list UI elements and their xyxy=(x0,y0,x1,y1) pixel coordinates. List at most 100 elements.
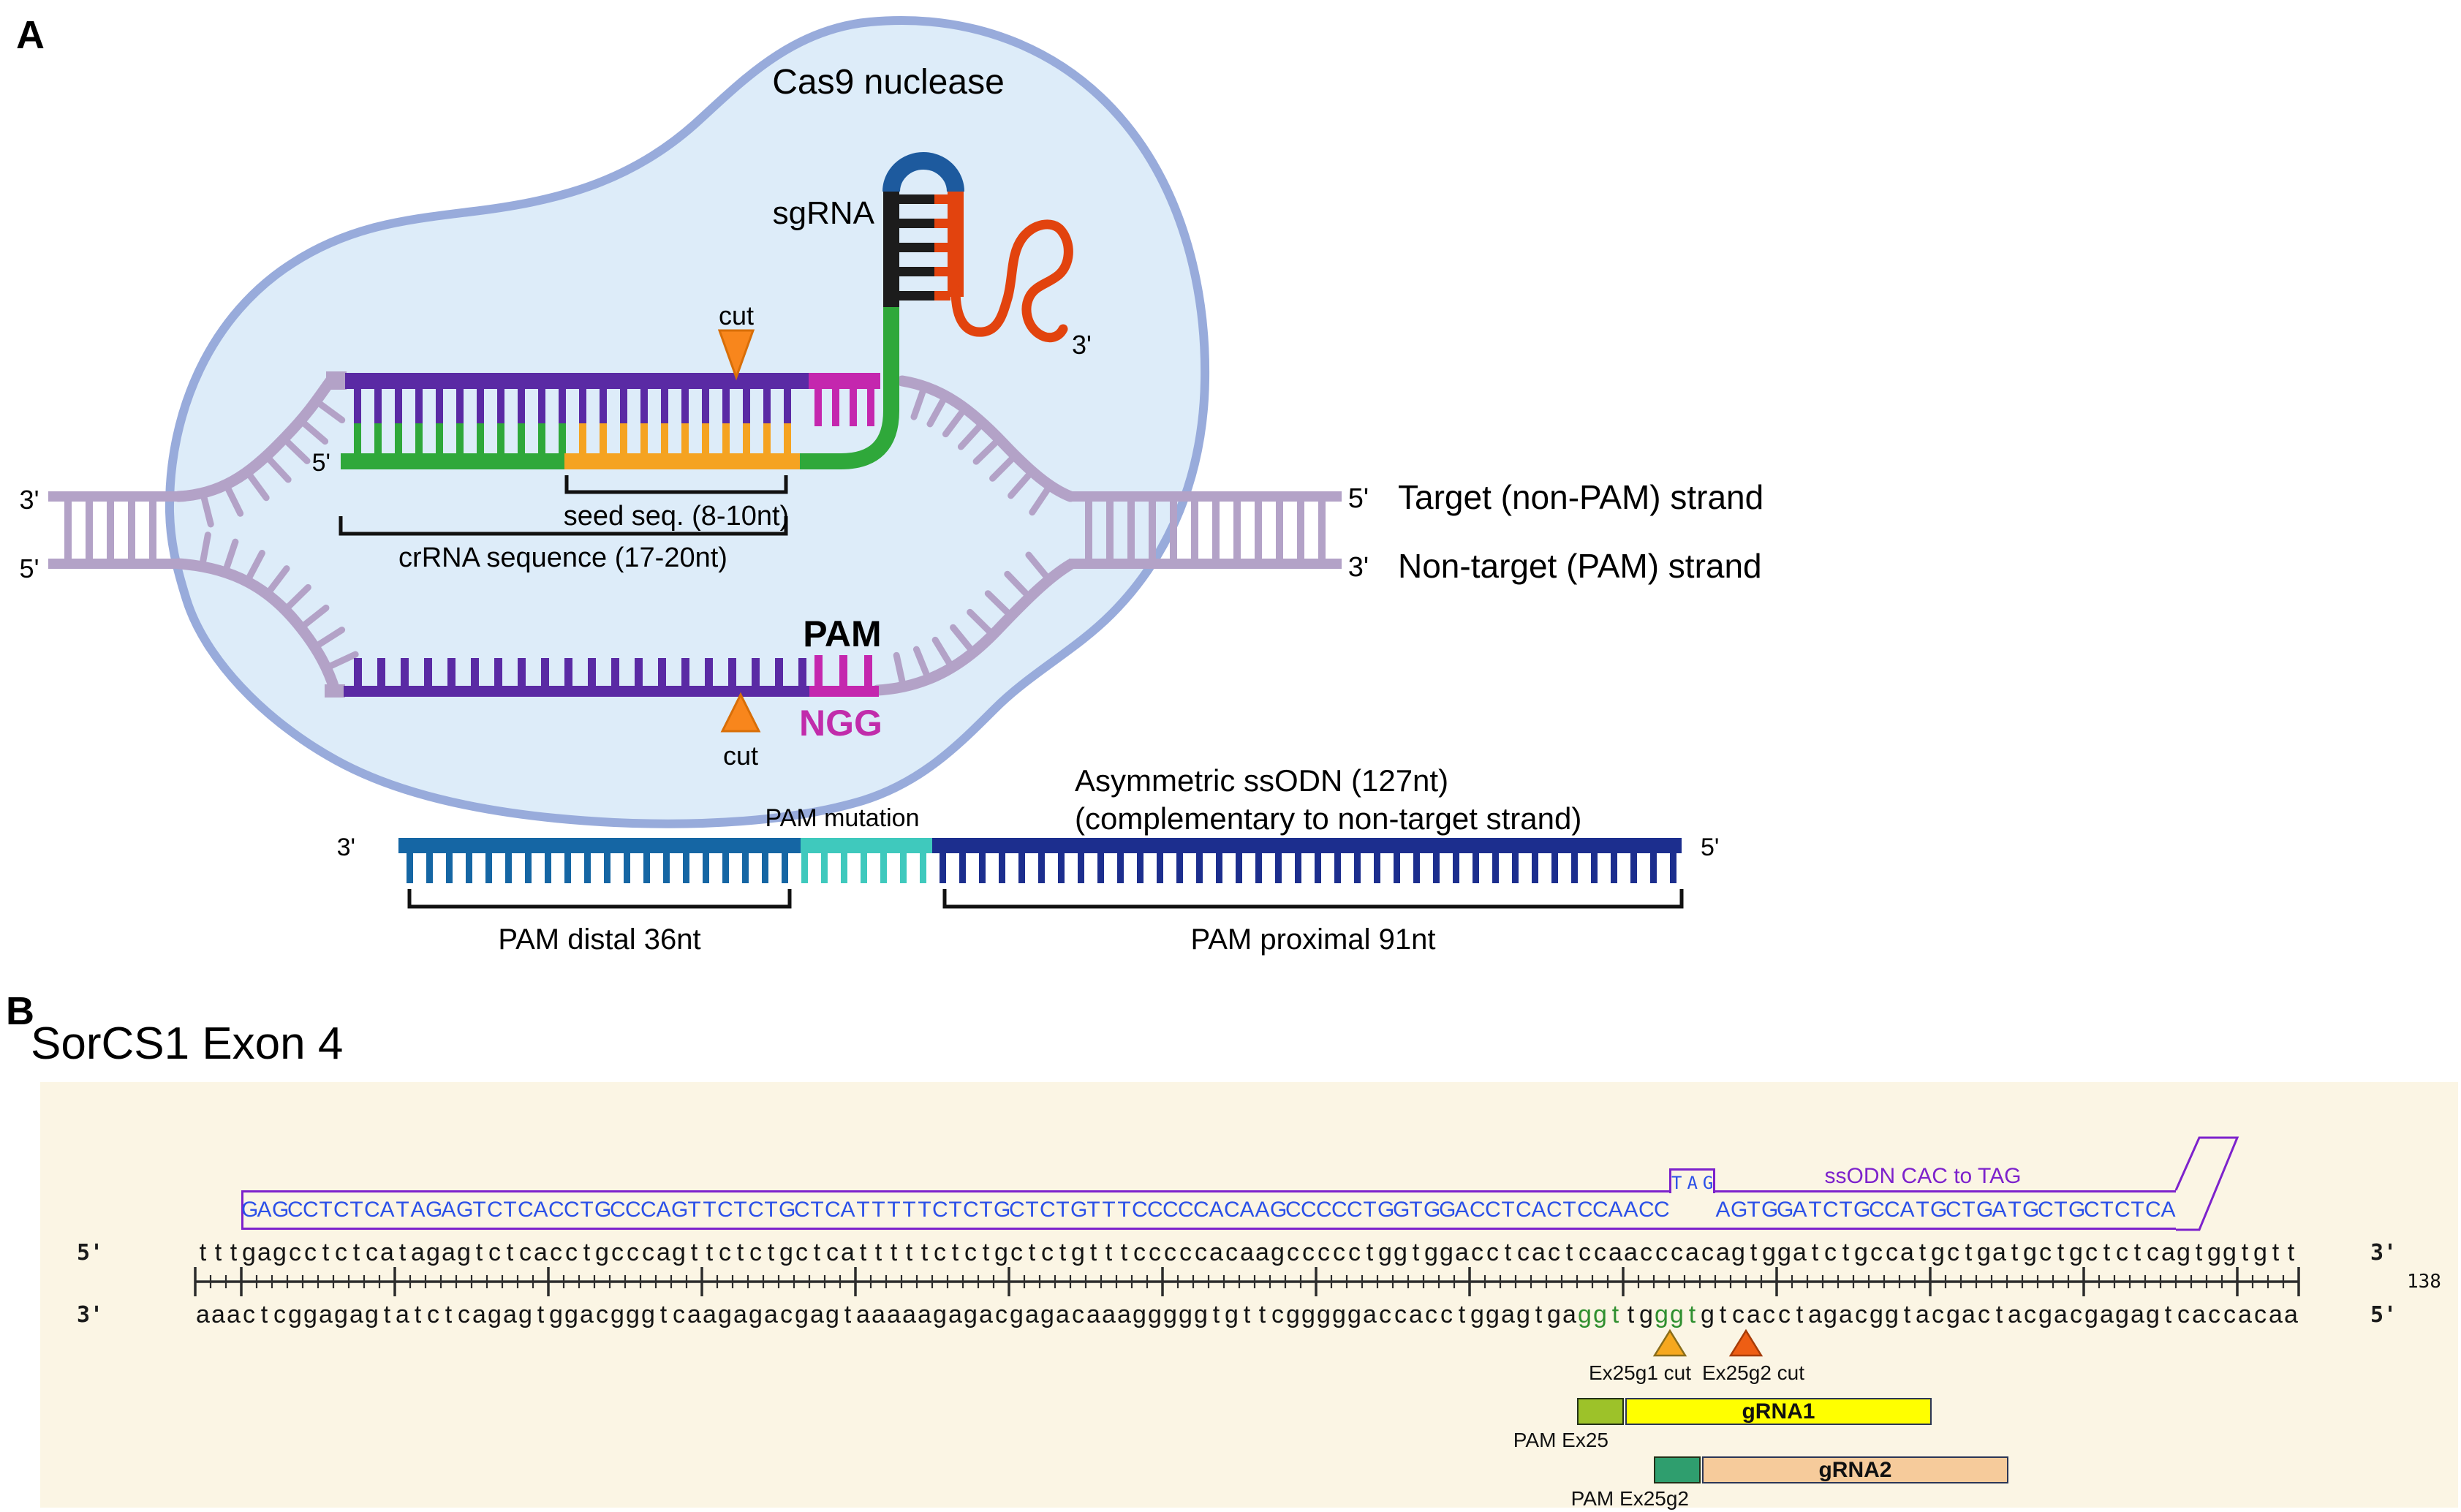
seq-char: g xyxy=(2069,1239,2083,1266)
seq-char: c xyxy=(519,1239,532,1266)
seq-char: t xyxy=(230,1239,238,1266)
seq-char: t xyxy=(2195,1239,2203,1266)
seq-char: C xyxy=(287,1198,303,1222)
seq-char: C xyxy=(1132,1198,1148,1222)
seq-char: G xyxy=(1439,1198,1456,1222)
seq-char: c xyxy=(427,1301,439,1328)
lower-pam-teeth xyxy=(814,655,872,687)
cas9-nuclease-label: Cas9 nuclease xyxy=(772,63,1005,102)
ssodn-tooth xyxy=(762,852,768,883)
seq-char: g xyxy=(641,1301,655,1328)
seq-char: t xyxy=(859,1239,867,1266)
ssodn-tooth xyxy=(1394,852,1400,883)
seq-char: g xyxy=(994,1239,1008,1266)
seq-char: t xyxy=(736,1239,744,1266)
ssodn-tooth xyxy=(703,852,709,883)
sgrna-3prime-label: 3' xyxy=(1072,330,1092,360)
seq-char: a xyxy=(810,1301,824,1328)
fork-tooth xyxy=(926,392,949,428)
fork-tooth xyxy=(280,435,311,464)
seq-char: c xyxy=(719,1239,731,1266)
seq-char: C xyxy=(487,1198,503,1222)
seed-bracket xyxy=(564,475,788,494)
seq-char: G xyxy=(2068,1198,2086,1222)
basepair-tooth-bottom xyxy=(497,423,504,455)
seq-char: a xyxy=(1363,1301,1377,1328)
seq-char: c xyxy=(488,1239,501,1266)
seq-char: g xyxy=(1133,1301,1146,1328)
seq-char: g xyxy=(518,1301,532,1328)
ssodn-tooth xyxy=(1374,852,1380,883)
seq-char: t xyxy=(322,1239,330,1266)
lower-duplex-teeth xyxy=(354,658,806,687)
seq-char: t xyxy=(1750,1239,1758,1266)
seq-char: A xyxy=(410,1198,426,1222)
seq-char: c xyxy=(1671,1239,1683,1266)
seq-char: T xyxy=(319,1198,333,1222)
stem-rung-black xyxy=(899,291,936,300)
seq-char: c xyxy=(1517,1239,1530,1266)
seq-char: t xyxy=(2241,1239,2249,1266)
seq-char: a xyxy=(1501,1301,1515,1328)
nontarget-strand-label: Non-target (PAM) strand xyxy=(1398,547,1762,585)
seq-char: A xyxy=(1623,1198,1638,1222)
ssodn-tooth xyxy=(1354,852,1361,883)
seq-char: T xyxy=(1747,1198,1761,1222)
basepair-tooth-bottom xyxy=(477,423,484,455)
seq-char: c xyxy=(1886,1239,1898,1266)
seq-char: c xyxy=(1179,1239,1192,1266)
seq-char: g xyxy=(1286,1301,1300,1328)
seq-char: A xyxy=(533,1198,548,1222)
seq-char: t xyxy=(1995,1301,2003,1328)
left-dna-ladder xyxy=(64,502,156,559)
fork-tooth xyxy=(910,383,929,420)
seq-char: A xyxy=(1792,1198,1807,1222)
seq-char: c xyxy=(304,1239,317,1266)
target-protospacer-bar xyxy=(345,373,809,389)
seq-char: a xyxy=(1562,1301,1576,1328)
ssodn-tooth xyxy=(1591,852,1598,883)
stem-rung-black xyxy=(899,243,936,252)
seq-char: t xyxy=(383,1301,391,1328)
seq-char: C xyxy=(1546,1198,1562,1222)
seq-char: G xyxy=(994,1198,1011,1222)
seq-char: t xyxy=(2133,1239,2141,1266)
seq-char: a xyxy=(1608,1239,1622,1266)
seq-char: a xyxy=(841,1239,855,1266)
grna1-box: gRNA1 xyxy=(1625,1398,1932,1425)
seq-char: a xyxy=(733,1301,747,1328)
seq-char: c xyxy=(1287,1239,1299,1266)
basepair-tooth-bottom xyxy=(436,423,443,455)
seq-char: a xyxy=(687,1301,701,1328)
left-ladder-bottom-bar xyxy=(48,559,180,569)
seq-char: A xyxy=(1608,1198,1623,1222)
seq-char: t xyxy=(890,1239,898,1266)
seq-char: C xyxy=(1178,1198,1194,1222)
seq-char: G xyxy=(1377,1198,1395,1222)
bottom-strand-3prime-label: 3' xyxy=(76,1302,104,1328)
seq-char: C xyxy=(1470,1198,1486,1222)
seq-char: t xyxy=(1903,1301,1911,1328)
tag-insert-text: TAG xyxy=(1671,1173,1719,1193)
ssodn-tooth xyxy=(426,852,433,883)
ssodn-tooth xyxy=(663,852,670,883)
seq-char: g xyxy=(564,1301,578,1328)
ssodn-tooth xyxy=(1551,852,1558,883)
lower-duplex-lavender-cap xyxy=(325,684,345,698)
seq-char: C xyxy=(1946,1198,1962,1222)
ssodn-sequence-box xyxy=(241,1190,2176,1230)
panel-b-title: SorCS1 Exon 4 xyxy=(31,1018,344,1069)
seq-char: G xyxy=(1777,1198,1794,1222)
seq-char: C xyxy=(1301,1198,1317,1222)
ladder-rung xyxy=(1297,502,1304,559)
seq-char: g xyxy=(488,1301,502,1328)
ssodn-tooth xyxy=(1018,852,1025,883)
fork-tooth xyxy=(243,549,265,585)
upper-duplex-basepair-teeth xyxy=(354,388,791,455)
seq-char: c xyxy=(2147,1239,2159,1266)
crrna-bracket xyxy=(339,516,788,536)
seq-char: t xyxy=(1796,1301,1804,1328)
seq-char: C xyxy=(2084,1198,2100,1222)
lower-tooth xyxy=(728,658,736,687)
